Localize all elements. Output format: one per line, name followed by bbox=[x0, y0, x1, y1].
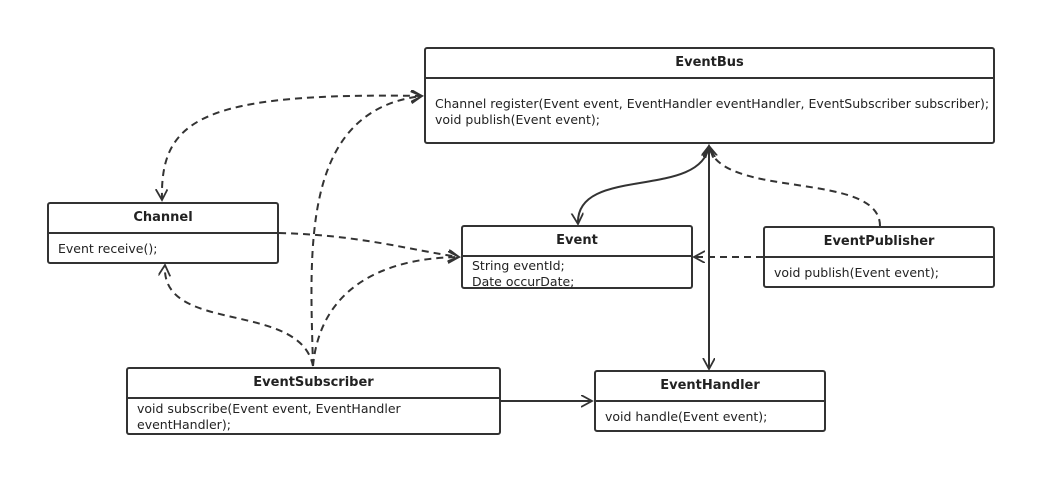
relation-channel-event bbox=[278, 232, 459, 257]
eventpublisher-class-name: EventPublisher bbox=[765, 228, 993, 258]
event-member-eventid: String eventId; bbox=[472, 258, 565, 273]
eventsubscriber-member-subscribe: void subscribe(Event event, EventHandler… bbox=[137, 401, 401, 432]
eventbus-class-name: EventBus bbox=[426, 49, 993, 79]
relation-eventpublisher-eventbus bbox=[709, 146, 881, 227]
eventhandler-class-box[interactable]: EventHandler void handle(Event event); bbox=[594, 370, 826, 432]
eventpublisher-members: void publish(Event event); bbox=[765, 258, 993, 281]
event-class-name: Event bbox=[463, 227, 691, 257]
eventbus-member-publish: void publish(Event event); bbox=[435, 112, 600, 127]
eventsubscriber-members: void subscribe(Event event, EventHandler… bbox=[128, 399, 428, 433]
relation-eventsubscriber-channel bbox=[165, 265, 314, 367]
relation-eventsubscriber-eventbus bbox=[310, 96, 422, 367]
channel-class-box[interactable]: Channel Event receive(); bbox=[47, 202, 279, 264]
eventhandler-member-handle: void handle(Event event); bbox=[605, 409, 768, 424]
eventbus-class-box[interactable]: EventBus Channel register(Event event, E… bbox=[424, 47, 995, 144]
eventbus-member-register: Channel register(Event event, EventHandl… bbox=[435, 96, 990, 111]
relation-eventsubscriber-event bbox=[312, 257, 459, 367]
eventpublisher-class-box[interactable]: EventPublisher void publish(Event event)… bbox=[763, 226, 995, 288]
eventbus-members: Channel register(Event event, EventHandl… bbox=[426, 79, 993, 128]
channel-member-receive: Event receive(); bbox=[58, 241, 158, 256]
relation-eventbus-channel bbox=[162, 96, 422, 200]
eventsubscriber-class-name: EventSubscriber bbox=[128, 369, 499, 399]
channel-members: Event receive(); bbox=[49, 234, 277, 257]
event-class-box[interactable]: Event String eventId; Date occurDate; bbox=[461, 225, 693, 289]
eventhandler-members: void handle(Event event); bbox=[596, 402, 824, 425]
eventpublisher-member-publish: void publish(Event event); bbox=[774, 265, 939, 280]
eventsubscriber-class-box[interactable]: EventSubscriber void subscribe(Event eve… bbox=[126, 367, 501, 435]
event-member-occurdate: Date occurDate; bbox=[472, 274, 575, 289]
relation-eventbus-event bbox=[578, 146, 709, 224]
eventhandler-class-name: EventHandler bbox=[596, 372, 824, 402]
channel-class-name: Channel bbox=[49, 204, 277, 234]
event-members: String eventId; Date occurDate; bbox=[463, 257, 691, 290]
